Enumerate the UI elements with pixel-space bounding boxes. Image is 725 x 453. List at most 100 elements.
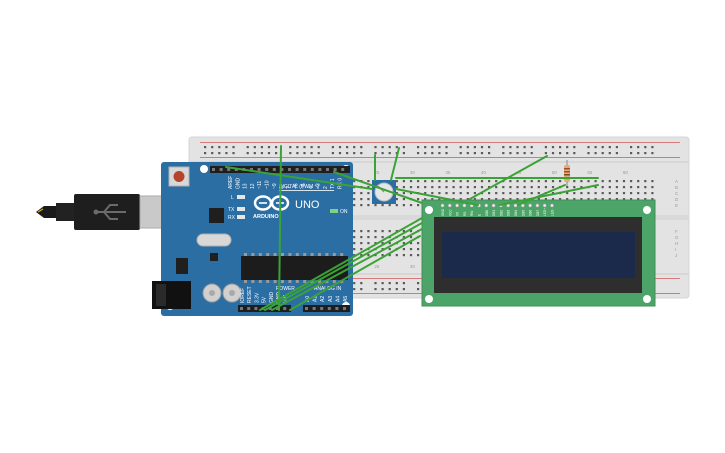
rail-hole[interactable] (651, 152, 654, 155)
rail-hole[interactable] (488, 146, 491, 149)
rail-hole[interactable] (615, 152, 618, 155)
terminal-hole[interactable] (630, 180, 633, 183)
terminal-hole[interactable] (580, 180, 583, 183)
terminal-hole[interactable] (644, 198, 647, 201)
terminal-hole[interactable] (445, 186, 448, 189)
terminal-hole[interactable] (395, 186, 398, 189)
terminal-hole[interactable] (402, 180, 405, 183)
rail-hole[interactable] (303, 152, 306, 155)
terminal-hole[interactable] (622, 192, 626, 195)
terminal-hole[interactable] (402, 186, 405, 189)
rail-hole[interactable] (544, 152, 547, 155)
terminal-hole[interactable] (488, 180, 491, 183)
terminal-hole[interactable] (523, 180, 526, 183)
terminal-hole[interactable] (367, 254, 370, 257)
rail-hole[interactable] (218, 152, 221, 155)
lcd-pin[interactable] (513, 203, 518, 208)
rail-hole[interactable] (431, 146, 434, 149)
terminal-hole[interactable] (488, 186, 491, 189)
terminal-hole[interactable] (402, 230, 405, 233)
header-pin[interactable] (335, 307, 339, 310)
terminal-hole[interactable] (651, 180, 654, 183)
terminal-hole[interactable] (402, 192, 405, 195)
terminal-hole[interactable] (388, 254, 391, 257)
header-pin[interactable] (318, 168, 322, 171)
terminal-hole[interactable] (594, 192, 597, 195)
wire[interactable] (333, 171, 423, 204)
wire[interactable] (517, 184, 566, 206)
rail-hole[interactable] (488, 152, 491, 155)
terminal-hole[interactable] (431, 186, 434, 189)
rail-hole[interactable] (509, 152, 512, 155)
header-pin[interactable] (303, 168, 307, 171)
terminal-hole[interactable] (459, 198, 462, 201)
rail-hole[interactable] (211, 152, 214, 155)
rail-hole[interactable] (353, 288, 356, 291)
terminal-hole[interactable] (530, 186, 533, 189)
rail-hole[interactable] (275, 152, 278, 155)
terminal-hole[interactable] (438, 180, 441, 183)
lcd-pin[interactable] (528, 203, 532, 208)
terminal-hole[interactable] (488, 192, 491, 195)
rail-hole[interactable] (338, 146, 342, 149)
terminal-hole[interactable] (374, 230, 377, 233)
header-pin[interactable] (272, 168, 276, 171)
terminal-hole[interactable] (360, 236, 363, 239)
terminal-hole[interactable] (360, 242, 363, 245)
header-pin[interactable] (288, 168, 291, 171)
header-pin[interactable] (250, 168, 253, 171)
rail-hole[interactable] (466, 146, 469, 149)
rail-hole[interactable] (644, 146, 647, 149)
rail-hole[interactable] (480, 152, 484, 155)
terminal-hole[interactable] (559, 198, 562, 201)
terminal-hole[interactable] (615, 180, 618, 183)
terminal-hole[interactable] (502, 198, 505, 201)
terminal-hole[interactable] (402, 204, 405, 207)
rail-hole[interactable] (530, 152, 533, 155)
terminal-hole[interactable] (402, 242, 405, 245)
terminal-hole[interactable] (409, 230, 413, 233)
rail-hole[interactable] (637, 146, 640, 149)
terminal-hole[interactable] (409, 186, 413, 189)
rail-hole[interactable] (360, 288, 363, 291)
terminal-hole[interactable] (374, 204, 377, 207)
header-pin[interactable] (265, 168, 269, 171)
terminal-hole[interactable] (473, 192, 476, 195)
terminal-hole[interactable] (544, 180, 547, 183)
analog-pin-header[interactable] (303, 305, 350, 312)
rail-hole[interactable] (395, 146, 398, 149)
terminal-hole[interactable] (544, 186, 547, 189)
header-pin[interactable] (240, 307, 243, 310)
rail-hole[interactable] (289, 146, 292, 149)
terminal-hole[interactable] (367, 192, 370, 195)
rail-hole[interactable] (232, 146, 235, 149)
terminal-hole[interactable] (409, 248, 413, 251)
usb-cable[interactable] (36, 194, 140, 230)
rail-hole[interactable] (289, 152, 292, 155)
rail-hole[interactable] (303, 146, 306, 149)
terminal-hole[interactable] (651, 198, 654, 201)
terminal-hole[interactable] (367, 180, 370, 183)
terminal-hole[interactable] (537, 186, 540, 189)
terminal-hole[interactable] (601, 198, 604, 201)
terminal-hole[interactable] (466, 198, 469, 201)
rail-hole[interactable] (587, 152, 590, 155)
terminal-hole[interactable] (402, 254, 405, 257)
terminal-hole[interactable] (516, 192, 519, 195)
rail-hole[interactable] (346, 152, 349, 155)
rail-hole[interactable] (317, 152, 320, 155)
wire[interactable] (264, 222, 423, 311)
terminal-hole[interactable] (601, 186, 604, 189)
rail-hole[interactable] (218, 146, 221, 149)
terminal-hole[interactable] (537, 198, 540, 201)
rail-hole[interactable] (559, 146, 562, 149)
terminal-hole[interactable] (502, 192, 505, 195)
rail-hole[interactable] (608, 146, 611, 149)
terminal-hole[interactable] (630, 192, 633, 195)
terminal-hole[interactable] (466, 186, 469, 189)
wire[interactable] (271, 228, 423, 311)
rail-hole[interactable] (601, 146, 604, 149)
rail-hole[interactable] (438, 146, 441, 149)
terminal-hole[interactable] (608, 198, 611, 201)
